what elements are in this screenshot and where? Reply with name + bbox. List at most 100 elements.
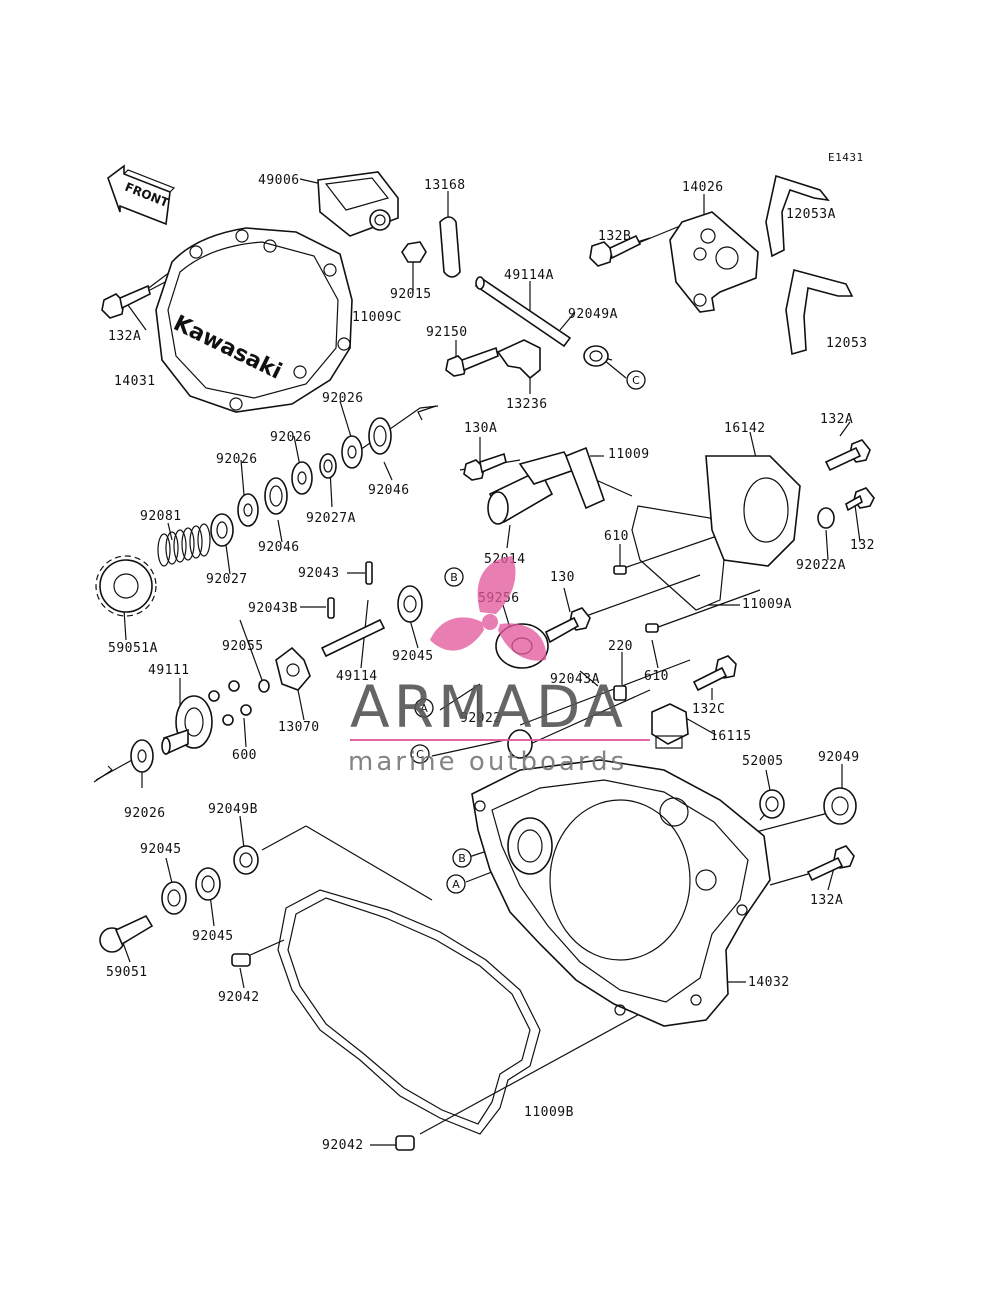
part-92045-a: [161, 881, 187, 915]
callout: 59051A: [108, 641, 158, 656]
callout: 132A: [108, 329, 141, 344]
part-92055: [258, 679, 270, 693]
callout: 92045: [140, 842, 182, 857]
callout: 49006: [258, 173, 300, 188]
ref-circle-B-upper: B: [444, 567, 464, 587]
ref-label: A: [452, 878, 460, 891]
part-92026-a: [341, 435, 363, 469]
watermark-title: ARMADA: [350, 673, 627, 741]
callout: 92026: [322, 391, 364, 406]
part-92081: [157, 523, 211, 567]
callout: 11009: [608, 447, 650, 462]
callout: 132C: [692, 702, 725, 717]
callout: 132: [850, 538, 875, 553]
callout: 59051: [106, 965, 148, 980]
callout: 92049B: [208, 802, 258, 817]
callout: 92055: [222, 639, 264, 654]
part-600: [200, 680, 252, 726]
callout: 92042: [218, 990, 260, 1005]
callout: 132A: [820, 412, 853, 427]
callout: 92027A: [306, 511, 356, 526]
part-49006: [317, 171, 399, 237]
part-92042-a: [231, 953, 251, 967]
ref-label: B: [450, 571, 458, 584]
part-14032: [471, 729, 771, 1027]
callout: 14031: [114, 374, 156, 389]
part-92022A: [817, 507, 835, 529]
part-92046-b: [264, 477, 288, 515]
callout: 92049A: [568, 307, 618, 322]
callout: 16115: [710, 729, 752, 744]
part-49114: [320, 618, 386, 658]
part-92042-b: [395, 1135, 415, 1151]
callout: 11009B: [524, 1105, 574, 1120]
part-92049B: [233, 845, 259, 875]
ref-label: C: [416, 748, 424, 761]
part-92043: [365, 561, 373, 585]
callout: 92045: [392, 649, 434, 664]
part-610-a: [613, 565, 627, 575]
callout: 49114: [336, 669, 378, 684]
callout: 220: [608, 639, 633, 654]
callout: 52005: [742, 754, 784, 769]
part-92015: [401, 241, 427, 263]
callout: 49114A: [504, 268, 554, 283]
part-220: [613, 685, 627, 701]
prop-blade-2: [498, 623, 547, 661]
prop-blade-1: [477, 556, 516, 614]
part-132A-lower: [806, 845, 855, 882]
callout: 132A: [810, 893, 843, 908]
part-92049: [823, 787, 857, 825]
ref-label: B: [458, 852, 466, 865]
part-16115: [651, 703, 689, 749]
callout: 92150: [426, 325, 468, 340]
callout: 132B: [598, 229, 631, 244]
part-132A-left: [101, 284, 151, 319]
callout: 130A: [464, 421, 497, 436]
prop-hub: [482, 614, 498, 630]
callout: 13236: [506, 397, 548, 412]
parts: Kawasaki: [95, 171, 875, 1151]
callout: 92046: [258, 540, 300, 555]
part-132: [845, 487, 875, 512]
callout: 92046: [368, 483, 410, 498]
callout: 92049: [818, 750, 860, 765]
part-13070: [275, 646, 311, 691]
part-13168: [439, 216, 461, 278]
part-92045-mid: [397, 585, 423, 623]
callout: 49111: [148, 663, 190, 678]
part-92026-b: [291, 461, 313, 495]
callout: 92045: [192, 929, 234, 944]
watermark-subtitle: marine outboards: [348, 747, 627, 777]
part-49114A: [474, 276, 572, 348]
ref-circle-B-lower: B: [452, 848, 472, 868]
part-92027A: [319, 453, 337, 479]
callout-labels: 49006 13168 14026 132B 12053A 132A 11009…: [106, 173, 875, 1153]
callout: 12053A: [786, 207, 836, 222]
part-11009B: [277, 889, 541, 1135]
ref-circle-C-lower: C: [410, 744, 430, 764]
callout: 92042: [322, 1138, 364, 1153]
part-132A-right: [824, 439, 871, 472]
part-92027: [210, 513, 234, 547]
callout: 92026: [124, 806, 166, 821]
part-52014: [487, 451, 576, 525]
callout: 92081: [140, 509, 182, 524]
part-92049A: [583, 345, 609, 367]
callout: 14026: [682, 180, 724, 195]
part-16142: [705, 455, 801, 567]
callout: 92027: [206, 572, 248, 587]
callout: 12053: [826, 336, 868, 351]
part-610-b: [645, 623, 659, 633]
callout: 92022A: [796, 558, 846, 573]
ref-circle-C-upper: C: [626, 370, 646, 390]
part-132C: [692, 655, 737, 692]
callout: 92043: [298, 566, 340, 581]
part-92026-c: [237, 493, 259, 527]
callout: 92015: [390, 287, 432, 302]
part-12053: [785, 269, 854, 356]
part-14026: [669, 211, 759, 313]
ref-label: A: [420, 702, 428, 715]
callout: 16142: [724, 421, 766, 436]
